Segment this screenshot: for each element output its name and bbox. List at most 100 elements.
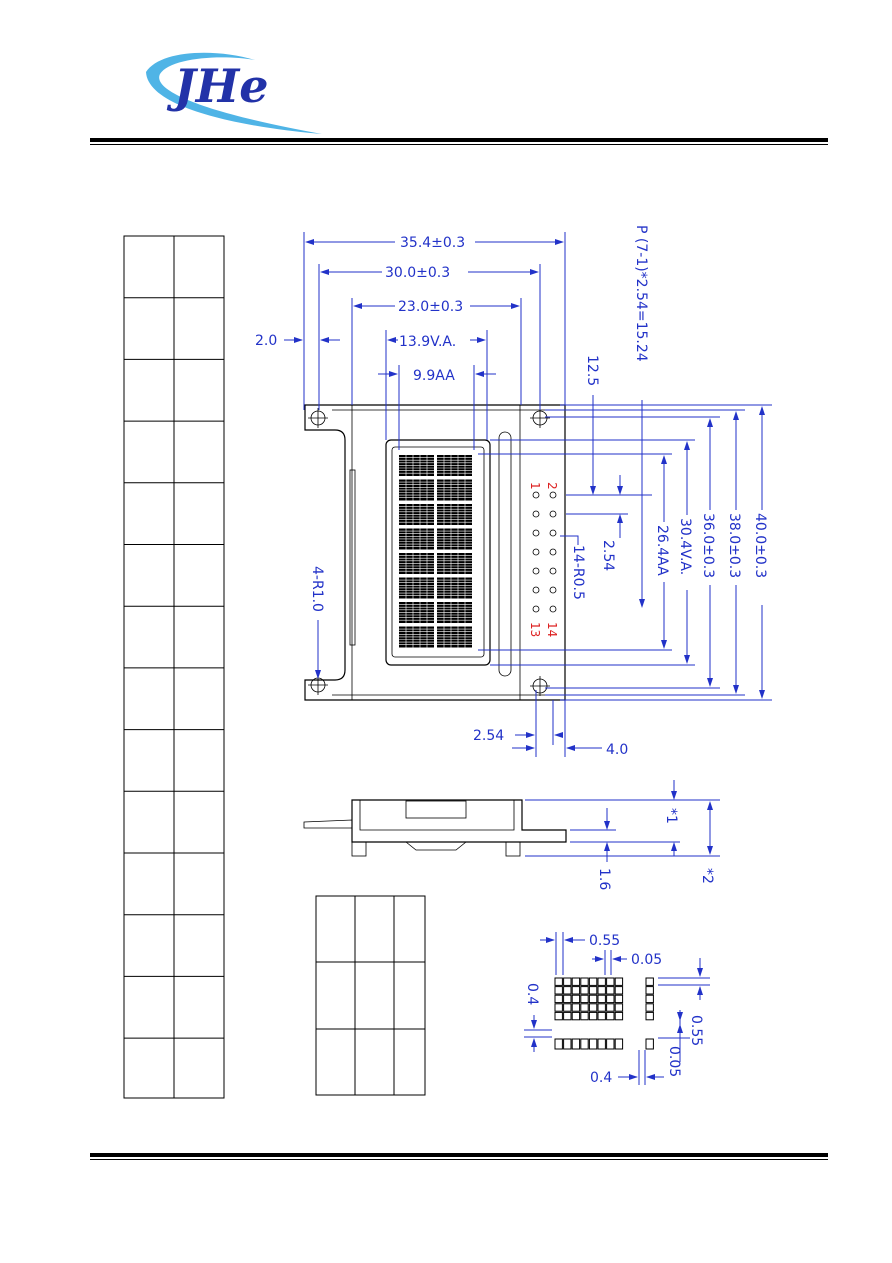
- dim-height-bezel: 36.0±0.3: [700, 513, 716, 578]
- left-spec-table: [123, 235, 225, 1099]
- dim-pin-holes: 14-R0.5: [570, 545, 586, 600]
- dim-width-pcb: 30.0±0.3: [385, 265, 450, 281]
- dot-cell: [597, 1011, 606, 1021]
- character-block: [437, 577, 472, 599]
- dot-cell: [588, 986, 598, 995]
- dot-cell: [563, 1003, 572, 1012]
- dot-cell: [614, 986, 624, 995]
- dot-cell: [571, 986, 581, 995]
- pin-hole: [549, 567, 557, 575]
- dot-cell: [554, 986, 563, 995]
- dim-width-bezel: 23.0±0.3: [398, 299, 463, 315]
- pin-hole: [532, 529, 540, 537]
- dot-cell: [614, 977, 624, 986]
- dot-cell: [597, 1003, 606, 1012]
- dot-cell: [645, 1038, 654, 1050]
- dot-cell: [571, 994, 581, 1004]
- dot-detail: 0.55 0.05 0.4 0.55 0.05 0.4: [524, 932, 710, 1086]
- dot-cell: [606, 994, 615, 1004]
- dot-cell: [645, 977, 654, 986]
- dot-cell: [606, 1003, 615, 1012]
- character-block: [437, 479, 472, 501]
- pin-hole: [532, 548, 540, 556]
- dim-margin-left: 2.0: [255, 333, 277, 349]
- pin-hole: [532, 586, 540, 594]
- character-block: [399, 577, 434, 599]
- dot-cell: [580, 1038, 589, 1050]
- pin-hole: [549, 605, 557, 613]
- height-dimensions: 40.0±0.3 38.0±0.3 36.0±0.3 30.4V.A. 26.4…: [478, 355, 772, 701]
- header-rule: [90, 138, 828, 142]
- pin-pitch-dimensions: 2.54 4.0: [473, 690, 628, 758]
- dim-width-outer: 35.4±0.3: [400, 235, 465, 251]
- dot-cell: [588, 1011, 598, 1021]
- character-block: [437, 553, 472, 574]
- dim-dot-height: 0.4: [524, 983, 540, 1005]
- dim-pin-pitch-h: 2.54: [473, 728, 504, 744]
- dot-cell: [554, 1003, 563, 1012]
- dim-dot-pitch: 0.4: [590, 1070, 612, 1086]
- dim-dot-width: 0.55: [589, 933, 620, 949]
- dot-cell: [614, 1038, 624, 1050]
- dot-cell: [606, 1011, 615, 1021]
- dot-cell: [554, 994, 563, 1004]
- dot-cell: [606, 986, 615, 995]
- dim-side-star1: *1: [663, 808, 679, 824]
- dot-cell: [606, 1038, 615, 1050]
- dim-side-star2: *2: [699, 868, 715, 884]
- dot-cell: [571, 1003, 581, 1012]
- dim-dot-height-2: 0.55: [688, 1015, 704, 1046]
- dot-cell: [597, 1038, 606, 1050]
- dim-height-va: 30.4V.A.: [677, 518, 693, 575]
- character-block: [437, 602, 472, 623]
- pin-hole: [549, 548, 557, 556]
- footer-rule-thin: [90, 1159, 828, 1160]
- dot-cell: [588, 977, 598, 986]
- dim-width-va: 13.9V.A.: [399, 334, 456, 350]
- pin-hole: [549, 491, 557, 499]
- dot-cell: [588, 1038, 598, 1050]
- header-rule-thin: [90, 144, 828, 145]
- dot-cell: [580, 986, 589, 995]
- character-block: [437, 504, 472, 525]
- dim-width-aa: 9.9AA: [413, 368, 455, 384]
- dim-hole-radius: 4-R1.0: [309, 566, 325, 612]
- character-block: [437, 528, 472, 550]
- pin-label-2: 2: [545, 482, 559, 490]
- pin-label-1: 1: [528, 482, 542, 490]
- dot-cell: [597, 977, 606, 986]
- dot-cell: [563, 1038, 572, 1050]
- company-logo: JHe: [146, 52, 322, 134]
- dot-cell: [614, 1003, 624, 1012]
- logo-swoosh: [146, 52, 322, 134]
- dim-pitch-formula: P (7-1)*2.54=15.24: [633, 225, 649, 362]
- dot-cell: [614, 994, 624, 1004]
- pin-hole: [549, 529, 557, 537]
- logo-letters: JHe: [166, 59, 269, 113]
- dim-height-pcb: 38.0±0.3: [726, 513, 742, 578]
- dot-cell: [571, 977, 581, 986]
- dot-cell: [563, 1011, 572, 1021]
- pin-hole: [532, 605, 540, 613]
- dim-dot-gap: 0.05: [631, 952, 662, 968]
- dot-cell: [554, 1011, 563, 1021]
- dot-cell: [597, 994, 606, 1004]
- pin-hole: [549, 586, 557, 594]
- pin-hole: [549, 510, 557, 518]
- dim-height-aa: 26.4AA: [654, 525, 670, 576]
- dot-cell: [554, 977, 563, 986]
- dot-cell: [588, 1003, 598, 1012]
- dot-cell: [571, 1011, 581, 1021]
- dot-cell: [580, 1011, 589, 1021]
- dot-cell: [645, 994, 654, 1004]
- pin-hole: [532, 491, 540, 499]
- pin-label-14: 14: [545, 622, 559, 637]
- dot-cell: [563, 994, 572, 1004]
- character-block: [399, 553, 434, 574]
- front-view: 2 1 14 13: [304, 404, 566, 701]
- dot-cell: [645, 1003, 654, 1012]
- dot-cell: [645, 1011, 654, 1021]
- dot-cell: [588, 994, 598, 1004]
- dim-side-thickness: 1.6: [596, 868, 612, 890]
